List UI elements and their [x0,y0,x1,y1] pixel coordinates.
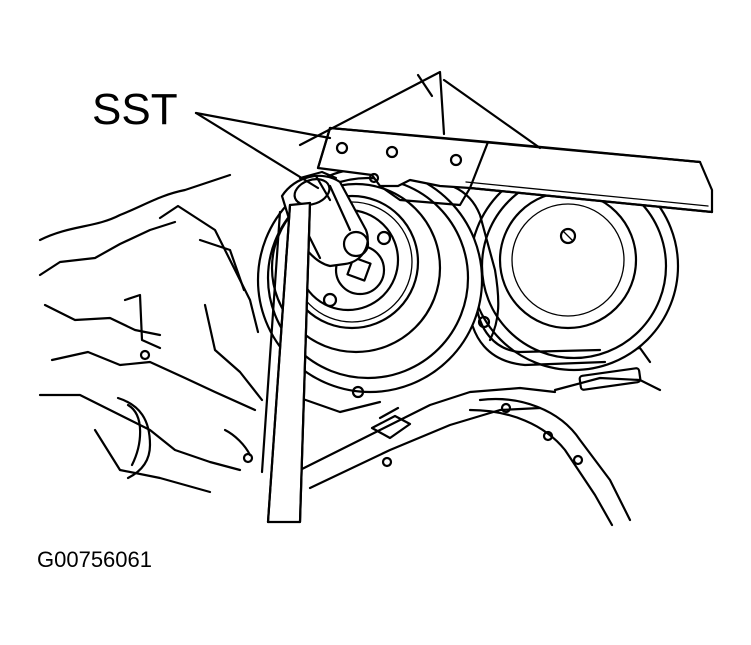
callout-leader-lines [194,70,542,190]
sst-callout-label: SST [92,85,178,134]
sst-handle [260,201,312,524]
idler-pulley [468,160,680,372]
figure-id-label: G00756061 [37,547,152,572]
timing-cover [298,346,662,527]
engine-block [38,173,264,494]
sst-holding-bar [316,126,714,214]
